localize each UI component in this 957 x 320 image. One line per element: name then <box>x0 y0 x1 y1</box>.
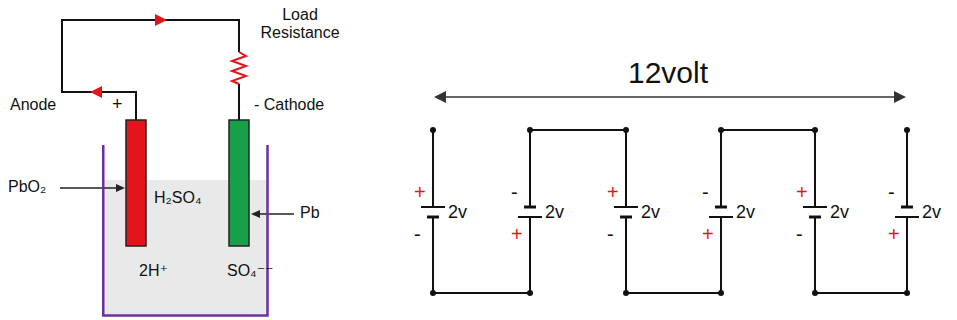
leader-arrowhead <box>251 210 260 218</box>
positive-plate <box>421 206 445 208</box>
pbo2-electrode <box>126 120 146 246</box>
electrode-label: Pb <box>300 204 320 222</box>
terminal-dot <box>812 290 818 296</box>
voltage-label: 12volt <box>628 56 708 91</box>
terminal-dot <box>527 290 533 296</box>
current-arrow <box>155 14 167 26</box>
electrolyte-label: 2H⁺ <box>139 262 168 280</box>
polarity-sign: - <box>702 181 709 204</box>
cell-voltage: 2v <box>736 202 755 223</box>
negative-plate <box>620 216 632 219</box>
polarity-sign: + <box>414 181 426 204</box>
leader-line <box>60 187 118 189</box>
pb-electrode <box>229 120 249 246</box>
terminal-dot <box>430 290 436 296</box>
electrolyte-label: H₂SO₄ <box>154 189 201 207</box>
dimension-arrowhead <box>434 91 446 103</box>
polarity-sign: + <box>888 223 900 246</box>
beaker-wall <box>103 145 267 316</box>
load-label: Load Resistance <box>250 6 350 43</box>
terminal-dot <box>718 290 724 296</box>
negative-plate <box>524 206 536 209</box>
terminal-dot <box>430 127 436 133</box>
electrolyte-beaker: H₂SO₄2H⁺SO₄⁻⁻ <box>102 145 269 317</box>
polarity-sign: - <box>607 223 614 246</box>
terminal-dot <box>718 127 724 133</box>
polarity-sign: + <box>112 94 123 115</box>
polarity-sign: + <box>511 223 523 246</box>
polarity-sign: - <box>511 181 518 204</box>
terminal-dot <box>812 127 818 133</box>
cell-voltage: 2v <box>545 202 564 223</box>
polarity-sign: - <box>414 223 421 246</box>
dimension-line <box>444 96 896 98</box>
terminal-dots <box>430 127 910 296</box>
polarity-sign: + <box>796 181 808 204</box>
current-arrow <box>90 86 102 98</box>
terminal-dot <box>623 290 629 296</box>
positive-plate <box>518 216 542 218</box>
cell-voltage: 2v <box>922 202 941 223</box>
series-wire <box>433 130 907 293</box>
terminal-dot <box>904 290 910 296</box>
positive-plate <box>803 206 827 208</box>
leader-line <box>259 213 294 215</box>
negative-plate <box>809 216 821 219</box>
positive-plate <box>614 206 638 208</box>
terminal-dot <box>904 127 910 133</box>
circuit-wire <box>62 20 239 120</box>
electrode-label: PbO₂ <box>8 178 46 196</box>
dimension-arrowhead <box>894 91 906 103</box>
resistor-symbol <box>232 52 246 84</box>
leader-arrowhead <box>116 184 125 192</box>
beaker-outline <box>102 145 269 317</box>
terminal-dot <box>527 127 533 133</box>
positive-plate <box>895 216 919 218</box>
terminal-dot <box>623 127 629 133</box>
cell-voltage: 2v <box>448 202 467 223</box>
polarity-sign: - <box>796 223 803 246</box>
terminal-label: - Cathode <box>254 96 324 114</box>
negative-plate <box>901 206 913 209</box>
negative-plate <box>427 216 439 219</box>
polarity-sign: + <box>607 181 619 204</box>
circuit-wire <box>238 84 240 120</box>
cell-voltage: 2v <box>830 202 849 223</box>
negative-plate <box>715 206 727 209</box>
positive-plate <box>709 216 733 218</box>
cell-voltage: 2v <box>641 202 660 223</box>
polarity-sign: + <box>702 223 714 246</box>
polarity-sign: - <box>888 181 895 204</box>
terminal-label: Anode <box>10 96 56 114</box>
electrolyte-label: SO₄⁻⁻ <box>227 262 274 280</box>
